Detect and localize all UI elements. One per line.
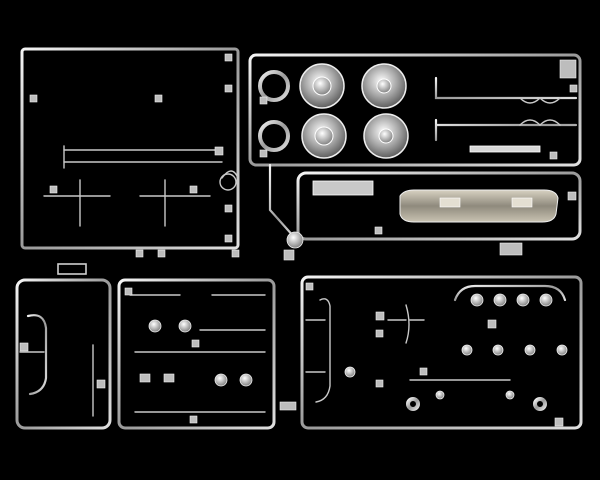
sprue-bottom-right [300, 275, 583, 430]
wheel-3 [301, 113, 347, 159]
wheel-4 [363, 113, 409, 159]
wheel-1 [299, 63, 345, 109]
front-bumper [399, 189, 559, 223]
sprue-top-wheels [248, 53, 582, 167]
sprue-bottom-center [117, 278, 276, 430]
sprue-top-left [20, 47, 240, 250]
center-runners [18, 163, 582, 422]
sprue-bumper [296, 171, 582, 241]
wheel-2 [361, 63, 407, 109]
sprue-bottom-left [15, 278, 112, 430]
